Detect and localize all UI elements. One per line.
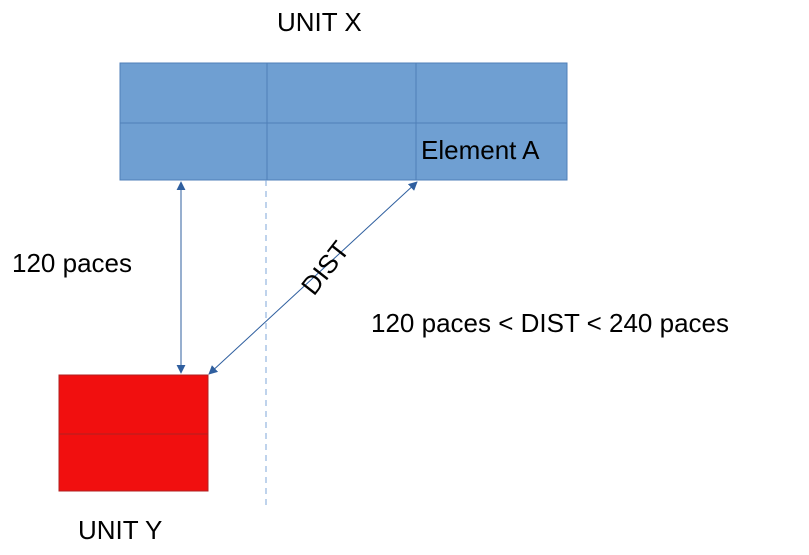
unit-x-cell (119, 122, 268, 181)
unit-y-cell (58, 374, 209, 435)
unit-x-label: UNIT X (277, 7, 362, 37)
element-a-cell (415, 122, 568, 181)
unit-x-cell (415, 62, 568, 124)
unit-y-block (58, 374, 209, 492)
vertical-distance-label: 120 paces (12, 248, 132, 278)
dist-range-label: 120 paces < DIST < 240 paces (371, 308, 729, 338)
unit-x-cell (266, 62, 417, 124)
unit-x-cell (266, 122, 417, 181)
element-a-label: Element A (421, 135, 540, 165)
unit-x-cell (119, 62, 268, 124)
unit-y-label: UNIT Y (78, 515, 163, 545)
unit-x-block (119, 62, 568, 181)
dist-arrow (208, 181, 418, 375)
unit-y-cell (58, 433, 209, 492)
